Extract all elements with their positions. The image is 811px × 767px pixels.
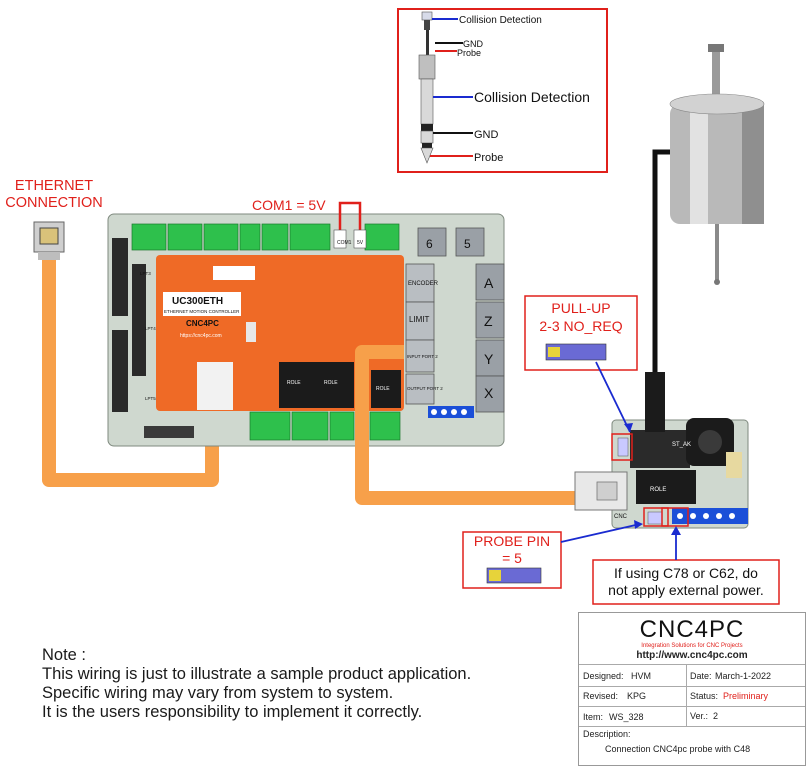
pullup-label-line1: PULL-UP: [551, 300, 611, 316]
description-value: Connection CNC4pc probe with C48: [605, 744, 751, 754]
warning-label-line1: If using C78 or C62, do: [614, 565, 758, 581]
warning-callout: [592, 559, 780, 605]
title-block-logo: CNC4PC: [639, 616, 745, 643]
probe-interface-board: [574, 418, 749, 529]
designed-value: HVM: [631, 671, 651, 681]
port-z-label: Z: [484, 313, 493, 329]
probe-cable: [355, 345, 585, 505]
com1-jumper-bracket: [338, 201, 362, 246]
uc300eth-board: [107, 213, 505, 447]
ethernet-label-line1: ETHERNET: [14, 178, 94, 194]
designed-label: Designed:: [583, 671, 624, 681]
ethernet-label: ETHERNET CONNECTION: [4, 178, 104, 212]
board-title: UC300ETH: [172, 296, 223, 307]
status-value: Preliminary: [723, 691, 769, 701]
ver-label: Ver.:: [690, 711, 709, 721]
board-subtitle: ETHERNET MOTION CONTROLLER: [164, 309, 240, 314]
lpt3-label: LPT3: [140, 271, 151, 276]
item-label: Item:: [583, 712, 604, 722]
input-port2-label: INPUT PORT 2: [407, 354, 438, 359]
interface-jack-label: ST_AK: [672, 442, 691, 448]
jack-collision-label: Collision Detection: [474, 89, 590, 105]
date-value: March-1-2022: [715, 671, 772, 681]
interface-relay-label: ROLE: [650, 487, 666, 493]
ethernet-cable: [42, 260, 219, 487]
note-title: Note :: [42, 646, 87, 664]
ethernet-label-line2: CONNECTION: [5, 195, 103, 211]
lpt5-label: LPT5: [145, 396, 156, 401]
note-line: Specific wiring may vary from system to …: [42, 684, 394, 702]
port-5-label: 5: [464, 237, 471, 251]
jack-top-probe-label: Probe: [457, 48, 481, 58]
board-url: https://cnc4pc.com: [180, 333, 222, 339]
ethernet-jack: [33, 221, 65, 260]
note-line: This wiring is just to illustrate a samp…: [42, 665, 472, 683]
title-block-tagline: Integration Solutions for CNC Projects: [641, 643, 743, 649]
title-block-url: http://www.cnc4pc.com: [636, 650, 748, 661]
port-a-label: A: [484, 275, 494, 291]
touch-probe: [669, 44, 765, 285]
item-value: WS_328: [609, 712, 644, 722]
output-port2-label: OUTPUT PORT 2: [407, 386, 443, 391]
encoder-label: ENCODER: [408, 281, 439, 287]
probe-pin-label: PROBE PIN = 5: [465, 533, 559, 567]
port-x-label: X: [484, 385, 494, 401]
ver-value: 2: [713, 711, 719, 721]
title-block: CNC4PC Integration Solutions for CNC Pro…: [578, 612, 806, 766]
pullup-label: PULL-UP 2-3 NO_REQ: [527, 299, 635, 335]
probe-pin-label-line2: = 5: [502, 550, 522, 566]
jumper-5v-label: 5V: [357, 240, 364, 246]
relay-1-label: ROLE: [287, 380, 301, 386]
warning-label-line2: not apply external power.: [608, 582, 764, 598]
jack-gnd-label: GND: [474, 129, 499, 141]
relay-2-label: ROLE: [324, 380, 338, 386]
revised-value: KPG: [627, 691, 647, 701]
revised-label: Revised:: [583, 691, 619, 701]
port-6-label: 6: [426, 237, 433, 251]
board-brand: CNC4PC: [186, 319, 219, 328]
relay-3-label: ROLE: [376, 386, 390, 392]
port-y-label: Y: [484, 351, 494, 367]
jack-probe-label: Probe: [474, 152, 503, 164]
status-label: Status:: [690, 691, 719, 701]
note-line: It is the users responsibility to implem…: [42, 703, 423, 721]
pullup-label-line2: 2-3 NO_REQ: [539, 318, 623, 334]
interface-model-label: CNC: [614, 514, 628, 520]
limit-label: LIMIT: [409, 315, 430, 324]
warning-label: If using C78 or C62, do not apply extern…: [596, 565, 776, 599]
jack-top-gnd-label: GND: [463, 39, 484, 49]
note-block: Note : This wiring is just to illustrate…: [42, 646, 471, 722]
probe-pin-label-line1: PROBE PIN: [473, 533, 551, 549]
com1-label: COM1 = 5V: [252, 197, 326, 213]
jack-top-collision-label: Collision Detection: [459, 15, 542, 26]
jumper-com1-label: COM1: [337, 240, 352, 246]
date-label: Date:: [690, 671, 712, 681]
lpt4-label: LPT4: [145, 326, 156, 331]
trs-jack-drawing: [418, 11, 436, 164]
description-label: Description:: [583, 729, 631, 739]
